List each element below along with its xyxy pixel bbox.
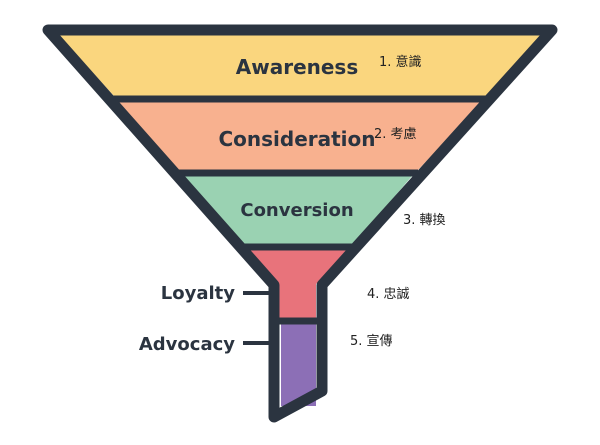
note-5: 5. 宣傳: [350, 333, 393, 349]
note-3: 3. 轉換: [403, 213, 446, 228]
advocacy-label: Advocacy: [139, 334, 235, 355]
loyalty-label: Loyalty: [161, 283, 235, 304]
conversion-label: Conversion: [240, 200, 353, 221]
funnel-outline: [42, 24, 558, 423]
stage-dividers: [110, 95, 488, 325]
conversion-band: [176, 176, 412, 244]
loyalty-band: [246, 250, 348, 318]
consideration-label: Consideration: [218, 127, 375, 151]
awareness-band: [58, 34, 544, 96]
note-1: 1. 意識: [379, 54, 422, 70]
consideration-band: [114, 102, 482, 170]
awareness-label: Awareness: [236, 55, 359, 79]
note-4: 4. 忠誠: [367, 287, 410, 302]
note-2: 2. 考慮: [374, 127, 417, 142]
